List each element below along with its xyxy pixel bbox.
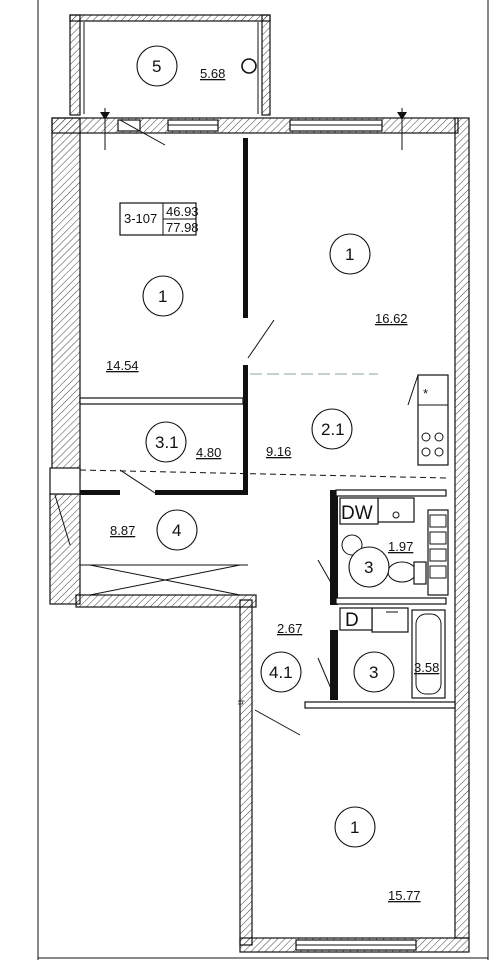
sheet-frame [37, 0, 489, 960]
bath-fixtures [339, 534, 446, 699]
svg-text:1: 1 [158, 287, 167, 306]
balcony [69, 14, 271, 116]
svg-text:3: 3 [364, 558, 373, 577]
room-corridor: 4.1 2.67 [260, 621, 302, 693]
svg-text:4: 4 [172, 521, 181, 540]
svg-text:1: 1 [350, 818, 359, 837]
room-bedroom: 1 14.54 [106, 275, 184, 373]
living-area: 46.93 [166, 204, 199, 219]
room-wc: 3 3.58 [353, 651, 439, 693]
dishwasher-label: DW [341, 503, 373, 524]
room-area: 9.16 [266, 444, 291, 459]
room-area: 3.58 [414, 660, 439, 675]
room-bath: 3 1.97 [348, 539, 413, 588]
svg-text:4.1: 4.1 [269, 663, 293, 682]
partitions [79, 138, 456, 709]
total-area: 77.98 [166, 220, 199, 235]
level-mark: h [236, 700, 246, 705]
svg-text:1: 1 [345, 245, 354, 264]
room-area: 5.68 [200, 66, 225, 81]
svg-text:3: 3 [369, 663, 378, 682]
svg-text:5: 5 [152, 57, 161, 76]
room-hall: 3.1 4.80 [145, 421, 221, 463]
dryer-label: D [345, 610, 359, 631]
room-area: 2.67 [277, 621, 302, 636]
apartment-code: 3-107 [124, 211, 157, 226]
kitchen-fixtures [339, 374, 449, 596]
apartment-summary: 3-107 46.93 77.98 [119, 202, 199, 236]
room-bedroom-2: 1 15.77 [334, 806, 421, 903]
room-area: 15.77 [388, 888, 421, 903]
room-area: 14.54 [106, 358, 139, 373]
room-closet: 4 8.87 [110, 509, 198, 551]
axis-markers [100, 108, 407, 150]
room-balcony: 5 5.68 [136, 45, 225, 87]
room-area: 8.87 [110, 523, 135, 538]
vent-mark: * [423, 386, 428, 401]
svg-text:3.1: 3.1 [155, 433, 179, 452]
exterior-walls [49, 117, 470, 953]
doors [54, 119, 339, 736]
room-area: 1.97 [388, 539, 413, 554]
svg-text:2.1: 2.1 [321, 420, 345, 439]
room-living: 1 16.62 [329, 233, 408, 326]
room-area: 4.80 [196, 445, 221, 460]
room-area: 16.62 [375, 311, 408, 326]
room-kitchen: 2.1 9.16 [266, 408, 353, 459]
